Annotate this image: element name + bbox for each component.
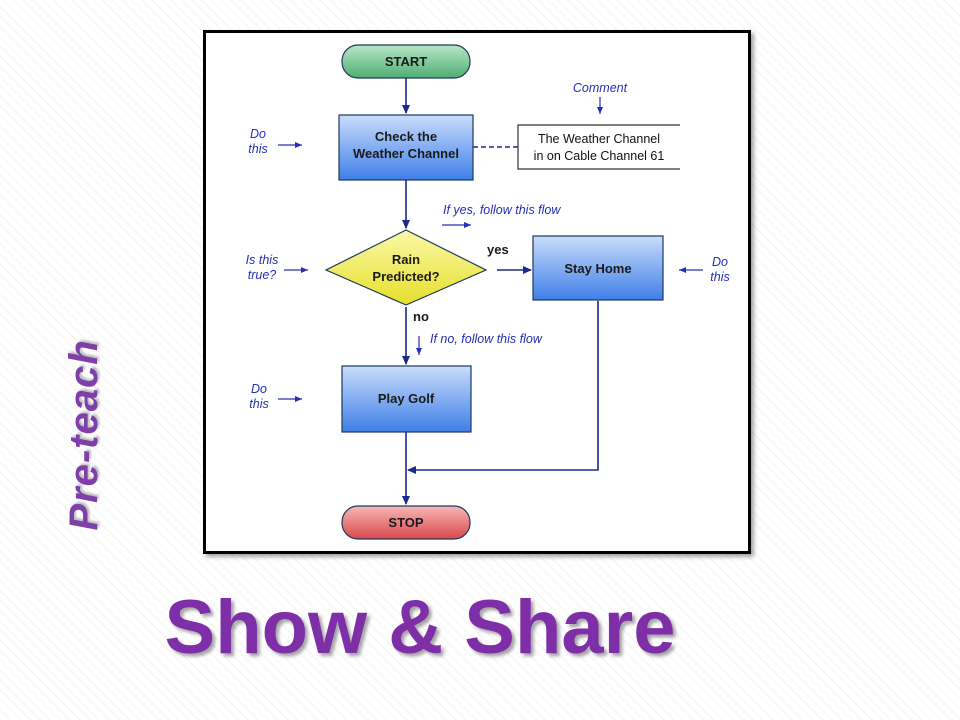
no-label: no — [413, 309, 429, 324]
flowchart-canvas: START Check the Weather Channel The Weat… — [246, 44, 730, 540]
stay-home-node: Stay Home — [532, 235, 664, 301]
comment-line2: in on Cable Channel 61 — [534, 149, 665, 163]
annotation-do-this-2: Do this — [679, 255, 730, 284]
stop-node: STOP — [341, 505, 471, 540]
svg-text:Do: Do — [712, 255, 728, 269]
comment-line1: The Weather Channel — [538, 132, 660, 146]
flowchart-frame: START Check the Weather Channel The Weat… — [203, 30, 751, 554]
yes-flow-note: If yes, follow this flow — [443, 203, 561, 217]
connectors — [402, 78, 599, 505]
stop-label: STOP — [388, 515, 423, 530]
check-weather-label-line1: Check the — [375, 129, 437, 144]
svg-text:Do: Do — [250, 127, 266, 141]
slide-title: Show & Share — [164, 585, 676, 670]
svg-text:Do: Do — [251, 382, 267, 396]
start-node: START — [341, 44, 471, 79]
svg-text:this: this — [249, 397, 268, 411]
annotation-is-this-true: Is this true? — [246, 253, 308, 282]
check-weather-label-line2: Weather Channel — [353, 146, 459, 161]
play-golf-node: Play Golf — [341, 365, 472, 433]
decision-label-line1: Rain — [392, 252, 420, 267]
play-golf-label: Play Golf — [378, 391, 435, 406]
check-weather-node: Check the Weather Channel — [338, 114, 474, 181]
svg-text:this: this — [248, 142, 267, 156]
svg-text:true?: true? — [248, 268, 277, 282]
yes-label: yes — [487, 242, 509, 257]
svg-text:this: this — [710, 270, 729, 284]
comment-label: Comment — [573, 81, 628, 95]
annotation-do-this-3: Do this — [249, 382, 302, 411]
decision-label-line2: Predicted? — [372, 269, 439, 284]
stay-home-label: Stay Home — [564, 261, 631, 276]
start-label: START — [385, 54, 427, 69]
decision-node: Rain Predicted? — [324, 229, 488, 306]
edge-stayhome-merge — [407, 301, 599, 474]
annotation-do-this-1: Do this — [248, 127, 302, 156]
comment-box: The Weather Channel in on Cable Channel … — [517, 124, 680, 170]
no-flow-note: If no, follow this flow — [430, 332, 543, 346]
svg-text:Is this: Is this — [246, 253, 279, 267]
side-label: Pre-teach — [62, 339, 106, 531]
